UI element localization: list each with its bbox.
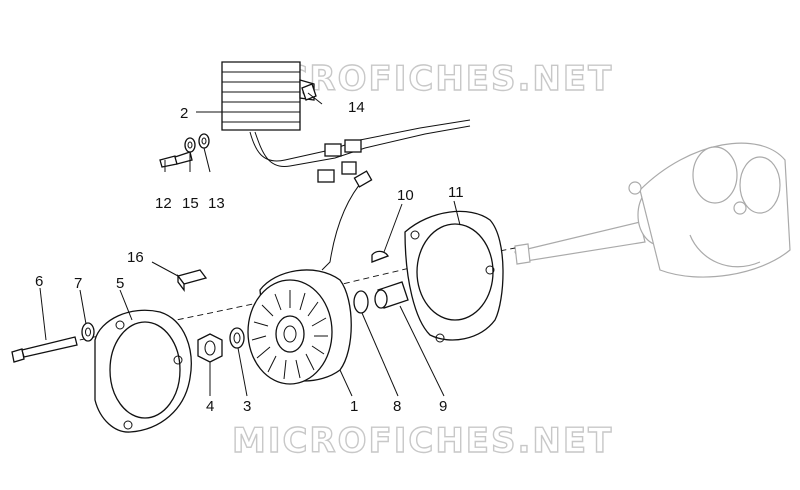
oring-part-8[interactable] xyxy=(353,290,369,314)
wiring-harness xyxy=(249,119,471,271)
cover-part-5[interactable] xyxy=(94,309,192,433)
washer-part-7[interactable] xyxy=(81,322,95,342)
voltage-regulator[interactable] xyxy=(221,61,315,131)
callout-8[interactable]: 8 xyxy=(393,398,401,415)
callout-1[interactable]: 1 xyxy=(350,398,358,415)
callout-5[interactable]: 5 xyxy=(116,275,124,292)
callout-9[interactable]: 9 xyxy=(439,398,447,415)
watermark-bottom: MICROFICHES.NET xyxy=(232,421,613,461)
callout-7[interactable]: 7 xyxy=(74,275,82,292)
housing-part-11[interactable] xyxy=(404,210,504,343)
bolt-part-12[interactable] xyxy=(159,151,193,168)
callout-6[interactable]: 6 xyxy=(35,273,43,290)
callout-3[interactable]: 3 xyxy=(243,398,251,415)
callout-10[interactable]: 10 xyxy=(397,187,414,204)
callout-2[interactable]: 2 xyxy=(180,105,188,122)
callout-14[interactable]: 14 xyxy=(348,99,365,116)
crankshaft-ghost xyxy=(514,142,791,278)
callout-4[interactable]: 4 xyxy=(206,398,214,415)
leader-lines xyxy=(39,92,461,397)
bushing-part-9[interactable] xyxy=(374,281,409,309)
callout-12[interactable]: 12 xyxy=(155,195,172,212)
callout-13[interactable]: 13 xyxy=(208,195,225,212)
key-part-10[interactable] xyxy=(371,250,389,263)
stator-part-1[interactable] xyxy=(247,269,352,385)
washer-part-15[interactable] xyxy=(184,137,196,153)
washer-part-13[interactable] xyxy=(198,133,210,149)
washer-part-3[interactable] xyxy=(229,327,245,349)
bolt-part-6[interactable] xyxy=(11,336,78,363)
nut-part-4[interactable] xyxy=(197,333,223,363)
callout-15[interactable]: 15 xyxy=(182,195,199,212)
callout-16[interactable]: 16 xyxy=(127,249,144,266)
key-part-16[interactable] xyxy=(176,269,208,292)
stator-poles xyxy=(251,290,328,380)
callout-11[interactable]: 11 xyxy=(448,184,464,201)
